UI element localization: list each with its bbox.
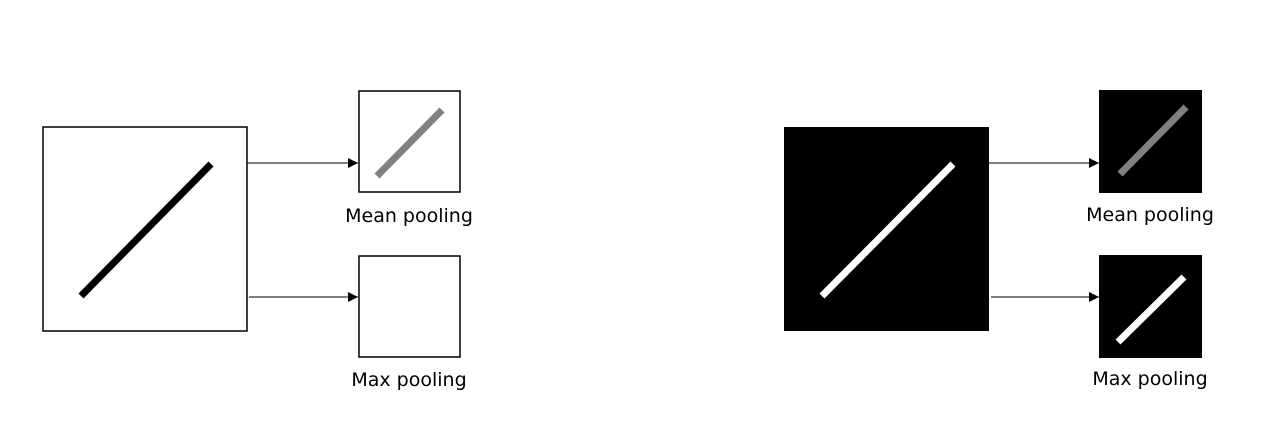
dark-max-pooling-label: Max pooling [1092,368,1207,390]
light-max-pooling-label: Max pooling [351,369,466,391]
dark-max-pool-line [1115,274,1187,345]
light-max-pool-output [358,255,461,358]
light-panel: Mean pooling Max pooling [42,90,473,391]
dark-mean-pooling-label: Mean pooling [1086,204,1214,226]
dark-input-line [819,161,956,299]
light-mean-pooling-label: Mean pooling [345,205,473,227]
light-input-line [78,161,214,299]
dark-mean-pool-line [1117,104,1189,177]
light-mean-pool-line [374,107,445,179]
dark-panel: Mean pooling Max pooling [784,90,1214,390]
